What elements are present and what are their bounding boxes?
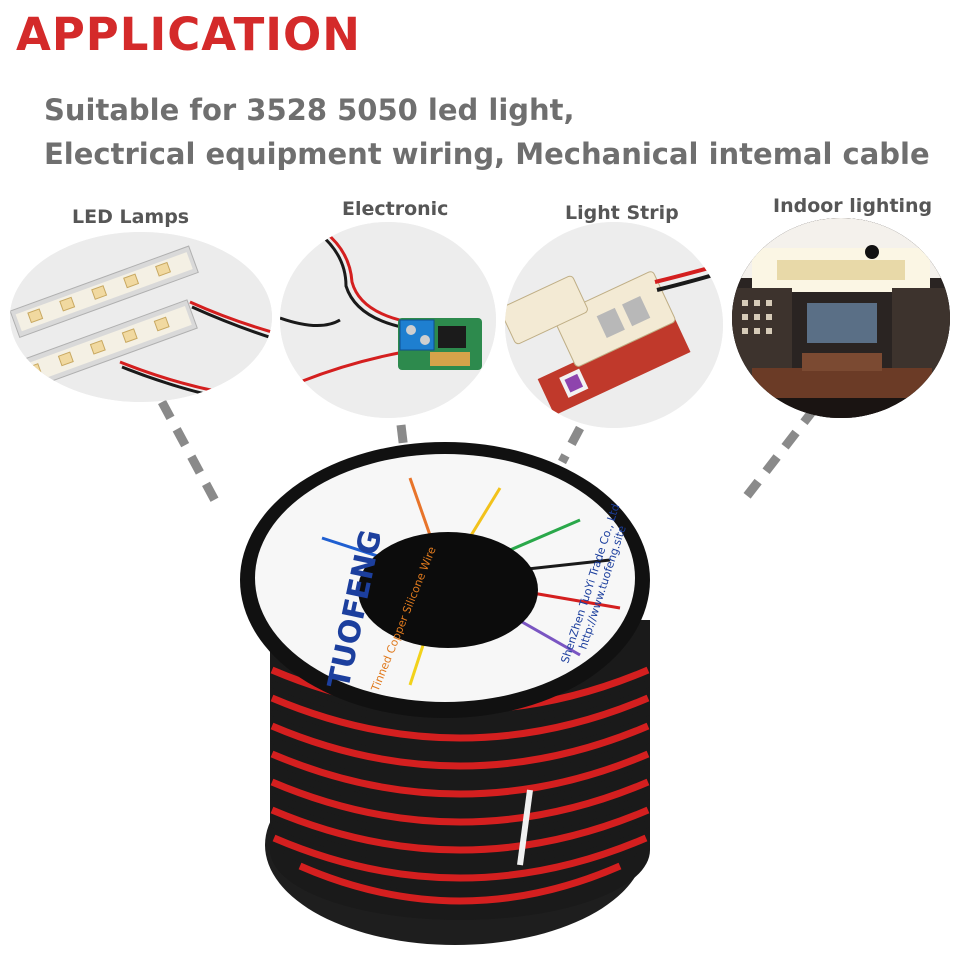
connector-indoor-lighting [736, 405, 819, 508]
application-description: Suitable for 3528 5050 led light, Electr… [44, 88, 930, 176]
description-line-2: Electrical equipment wiring, Mechanical … [44, 137, 930, 171]
page-title: APPLICATION [16, 8, 361, 61]
label-light-strip: Light Strip [565, 202, 679, 224]
indoor-lighting-image [732, 218, 950, 418]
electronic-image [280, 222, 496, 418]
connector-led-lamps [158, 399, 224, 513]
label-led-lamps: LED Lamps [72, 206, 190, 228]
connector-electronic [396, 424, 409, 451]
connector-light-strip [558, 425, 584, 465]
light-strip-image [505, 222, 723, 428]
label-indoor-lighting: Indoor lighting [773, 195, 933, 217]
wire-spool: TUOFENG Tinned Copper Silicone Wire Shen… [240, 442, 650, 945]
description-line-1: Suitable for 3528 5050 led light, [44, 93, 575, 127]
spool-center-hole [358, 532, 538, 648]
label-electronic: Electronic [342, 198, 449, 220]
led-lamps-image [10, 232, 272, 402]
